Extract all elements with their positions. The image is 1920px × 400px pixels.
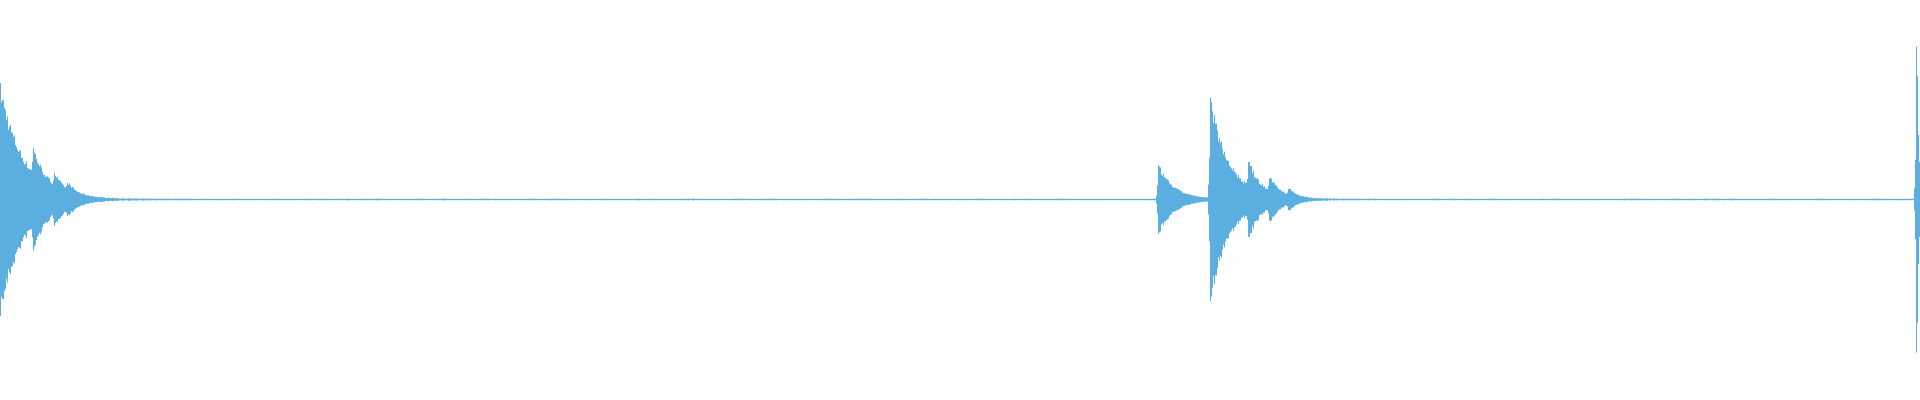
waveform-amplitude-path [0,46,1920,353]
waveform-samples [0,46,1920,353]
